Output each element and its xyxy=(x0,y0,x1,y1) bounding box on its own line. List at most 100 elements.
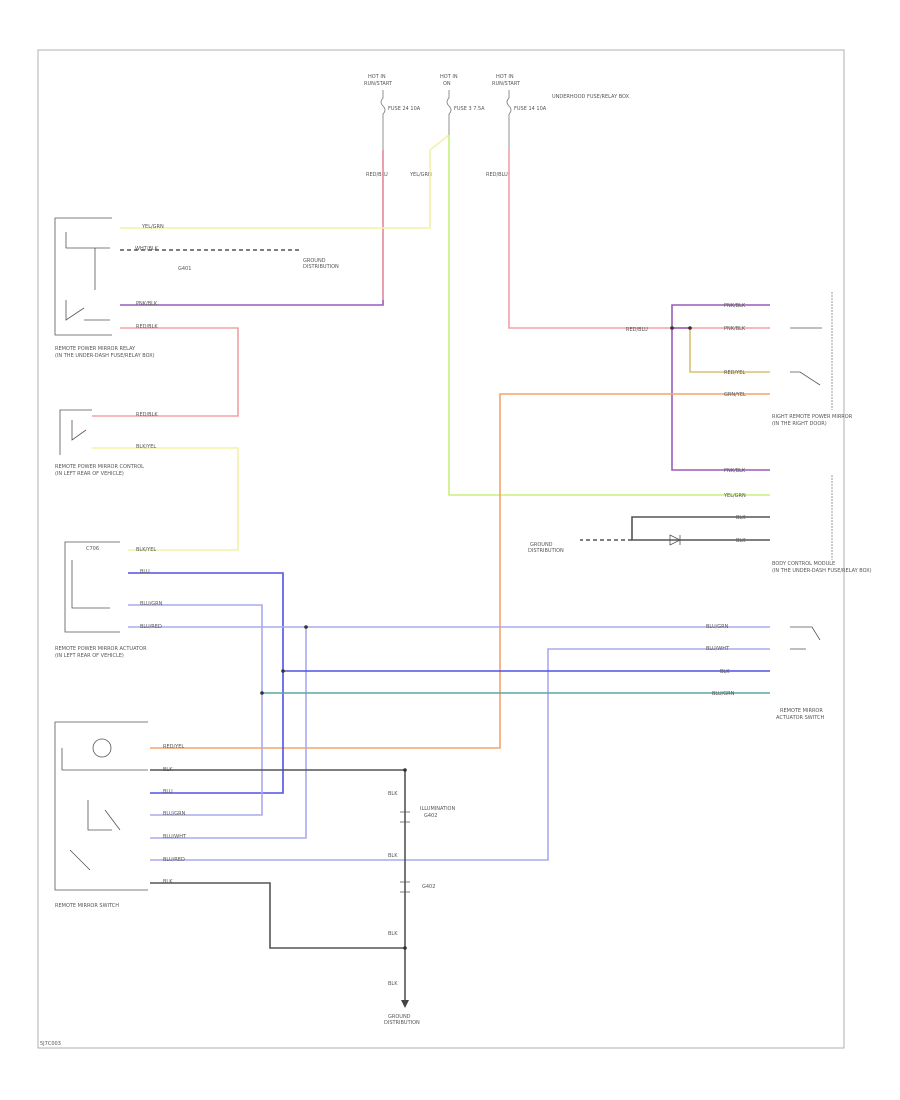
right-mirror-name: RIGHT REMOTE POWER MIRROR xyxy=(772,414,853,420)
wires xyxy=(92,134,770,1000)
actuator-name: REMOTE POWER MIRROR ACTUATOR xyxy=(55,646,147,652)
mirror-switch-component: RED/YEL BLK BLU BLU/GRN BLU/WHT BLU/RED … xyxy=(54,721,187,909)
wire-label-sw-7: BLK xyxy=(163,879,173,885)
wire-redyel-right xyxy=(689,328,770,373)
actuator-sub: (IN LEFT REAR OF VEHICLE) xyxy=(55,653,124,659)
wire-label-right-7: BLK xyxy=(736,515,746,521)
wire-label-ll-4: BLU/GRN xyxy=(706,624,729,630)
wire-label-red-top-left: RED/BLU xyxy=(366,172,388,178)
relay-switch-icon xyxy=(65,300,110,321)
junction-dot xyxy=(304,625,308,629)
wire-blue-5 xyxy=(150,648,770,861)
wire-label-wht-blk: WHT/BLK xyxy=(135,246,159,252)
wire-red-right xyxy=(508,150,770,329)
wire-label-ll-2: BLU/GRN xyxy=(140,601,163,607)
illumination-bulb-icon xyxy=(92,738,112,758)
wire-blue-1 xyxy=(128,572,284,794)
wire-label-yel-mid: BLK/YEL xyxy=(136,444,156,450)
wire-label-right-6: YEL/GRN xyxy=(723,493,746,499)
fuse-right-line2: RUN/START xyxy=(492,81,521,87)
remote-mirror-sub: ACTUATOR SWITCH xyxy=(776,715,824,721)
fuse-mid-symbol xyxy=(446,90,452,135)
ground-arrow-icon xyxy=(401,1000,409,1008)
control-sub: (IN LEFT REAR OF VEHICLE) xyxy=(55,471,124,477)
control-name: REMOTE POWER MIRROR CONTROL xyxy=(55,464,144,470)
switch-contacts-icon xyxy=(61,748,148,871)
wire-label-blk-3: BLK xyxy=(388,931,398,937)
corner-label: 5J7C003 xyxy=(40,1041,61,1047)
diode-icon xyxy=(669,534,681,546)
wire-label-right-3: RED/YEL xyxy=(724,370,745,376)
wire-label-sw-3: BLU xyxy=(163,789,173,795)
ground-ref-3b: DISTRIBUTION xyxy=(528,548,564,554)
ground-ref-1b: DISTRIBUTION xyxy=(303,264,339,270)
fuse-group: HOT IN RUN/START HOT IN ON HOT IN RUN/ST… xyxy=(364,74,630,178)
wire-orange xyxy=(150,393,770,749)
fuse-left-symbol xyxy=(380,90,386,150)
wire-label-sw-6: BLU/RED xyxy=(163,857,185,863)
wire-yellow-control-actuator xyxy=(92,447,239,551)
fuse-box-label: UNDERHOOD FUSE/RELAY BOX xyxy=(552,94,630,100)
wire-label-yel-3: BLK/YEL xyxy=(136,547,156,553)
wire-green-mid xyxy=(448,135,770,496)
ground-ref-2: GROUND xyxy=(388,1014,411,1020)
wire-label-right-1: PNK/BLK xyxy=(724,303,746,309)
ground-ref-2b: DISTRIBUTION xyxy=(384,1020,420,1026)
remote-switch-icon xyxy=(790,626,821,650)
wire-label-yel-top-left: YEL/GRN xyxy=(141,224,164,230)
wire-label-sw-4: BLU/GRN xyxy=(163,811,186,817)
junction-dot xyxy=(403,946,407,950)
wire-label-red-top-right: RED/BLU xyxy=(486,172,508,178)
ground-g401: G401 xyxy=(178,266,191,272)
wire-black-body xyxy=(631,516,770,541)
junction-dot xyxy=(670,326,674,330)
ground-ref-3: GROUND xyxy=(530,542,553,548)
relay-coil-icon xyxy=(65,232,110,290)
wire-label-blk-right: BLK xyxy=(720,669,730,675)
wire-label-pur: PNK/BLK xyxy=(136,301,158,307)
wire-label-right-5: PNK/BLK xyxy=(724,468,746,474)
relay-sub: (IN THE UNDER-DASH FUSE/RELAY BOX) xyxy=(55,353,155,359)
wire-label-right-4: GRN/YEL xyxy=(724,392,746,398)
g402-splice-icon xyxy=(400,881,410,893)
relay-box xyxy=(54,217,112,336)
switch-name: REMOTE MIRROR SWITCH xyxy=(55,903,119,909)
wire-label-blk-2: BLK xyxy=(388,853,398,859)
wire-label-blk-4: BLK xyxy=(388,981,398,987)
fuse-left-desc: FUSE 24 10A xyxy=(388,106,421,112)
wire-label-right-8: BLK xyxy=(736,538,746,544)
junction-dot xyxy=(281,669,285,673)
wire-label-right-2: PNK/BLK xyxy=(724,326,746,332)
wire-label-ll-3: BLU/RED xyxy=(140,624,162,630)
actuator-tag: C706 xyxy=(86,546,99,552)
wire-blue-2 xyxy=(128,604,263,816)
wire-label-blu-wht: BLU/WHT xyxy=(706,646,730,652)
right-mirror-sub: (IN THE RIGHT DOOR) xyxy=(772,421,827,427)
control-switch-icon xyxy=(71,420,87,441)
switch-box xyxy=(54,721,148,891)
wire-label-blu-grn: BLU/GRN xyxy=(712,691,735,697)
wire-label-sw-2: BLK xyxy=(163,767,173,773)
wire-label-yel-top: YEL/GRN xyxy=(409,172,432,178)
wire-black-switch-2 xyxy=(150,882,405,949)
fuse-right-desc: FUSE 14 10A xyxy=(514,106,547,112)
control-component: RED/BLK BLK/YEL REMOTE POWER MIRROR CONT… xyxy=(55,409,158,477)
fuse-mid-desc: FUSE 3 7.5A xyxy=(454,106,485,112)
wire-label-redblk-2: RED/BLK xyxy=(136,412,158,418)
fuse-left-line1: HOT IN xyxy=(368,74,386,80)
wire-label-redblk-1: RED/BLK xyxy=(136,324,158,330)
fuse-left-line2: RUN/START xyxy=(364,81,393,87)
junction-dots xyxy=(260,326,692,950)
junction-dot xyxy=(403,768,407,772)
actuator-motor-icon xyxy=(71,560,110,609)
relay-name: REMOTE POWER MIRROR RELAY xyxy=(55,346,136,352)
wire-purple-right xyxy=(671,304,770,471)
illumination-splice-icon xyxy=(400,811,410,823)
actuator-box xyxy=(64,541,120,633)
body-control-sub: (IN THE UNDER-DASH FUSE/RELAY BOX) xyxy=(772,568,872,574)
diagram-frame xyxy=(37,49,845,1049)
wire-label-blk-1: BLK xyxy=(388,791,398,797)
right-components: RED/BLU PNK/BLK PNK/BLK RED/YEL GRN/YEL … xyxy=(528,292,872,721)
wire-label-sw-5: BLU/WHT xyxy=(163,834,187,840)
junction-dot xyxy=(260,691,264,695)
